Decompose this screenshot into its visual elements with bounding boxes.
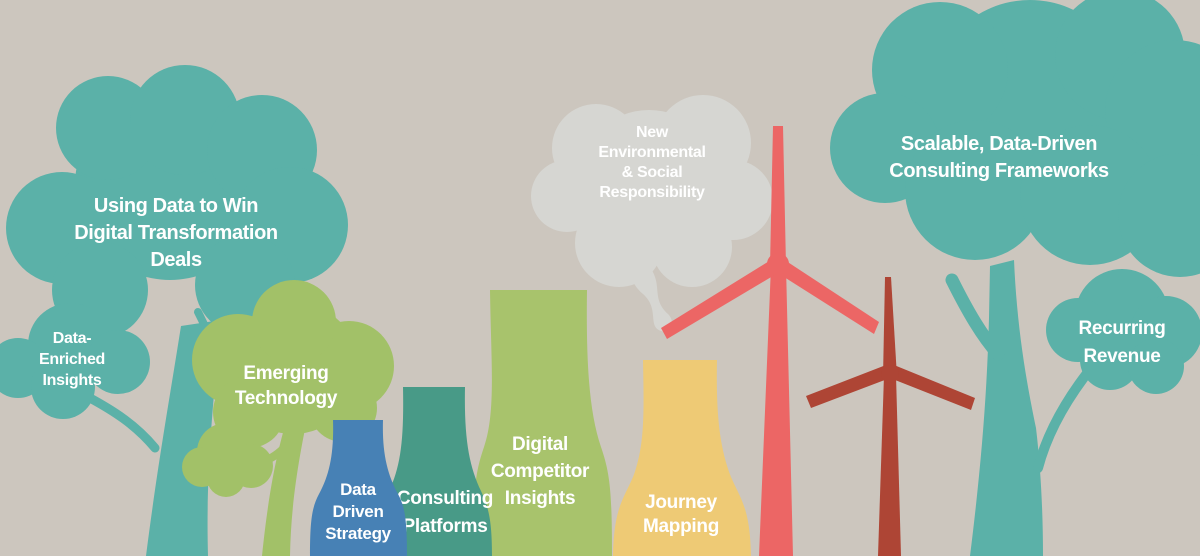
smoke-cloud-blob [652,207,732,287]
small-canopy-blob [86,330,150,394]
label-line: Emerging [243,363,328,384]
turbine-blade [661,255,783,339]
cooling-tower-journey-mapping [613,360,751,556]
label-line: Platforms [403,516,488,537]
turbine-blade [773,255,879,334]
label-line: Using Data to Win [94,195,258,217]
branch [945,273,1005,361]
label-line: Data [340,480,376,499]
branch [85,393,160,453]
left-small-tree-label: Data- Enriched Insights [39,330,105,389]
right-small-tree-label: Recurring Revenue [1078,318,1165,367]
label-line: Journey [645,492,718,513]
canopy-blob [252,280,336,364]
left-tree [0,65,348,556]
label-line: Scalable, Data-Driven [901,133,1097,155]
label-line: Insights [505,488,575,509]
small-canopy-blob [1080,330,1140,390]
digital-competitor-label: Digital Competitor Insights [491,434,591,509]
wind-turbine-small [806,277,975,556]
consulting-platforms-label: Consulting Platforms [397,488,494,537]
turbine-hub [767,253,789,275]
label-line: Recurring [1078,318,1165,339]
label-line: Insights [43,372,102,389]
emerging-tree [182,280,394,556]
small-canopy-blob [207,459,245,497]
label-line: Revenue [1083,346,1160,367]
canopy-blob [1118,153,1200,277]
turbine-blade [770,126,786,266]
label-line: Competitor [491,461,590,482]
small-canopy-blob [31,355,95,419]
data-driven-strategy-label: Data Driven Strategy [325,480,392,543]
small-canopy-blob [1128,338,1184,394]
label-line: Consulting [397,488,493,509]
wind-turbine-large [661,126,879,556]
cooling-tower-digital-competitor [473,290,612,556]
label-line: Driven [332,502,383,521]
label-line: Environmental [598,144,705,161]
label-line: Data- [53,330,92,347]
right-tree [830,0,1200,556]
turbine-blade [890,365,975,410]
branch [1033,367,1093,473]
turbine-blade [806,365,890,408]
label-line: New [636,124,669,141]
turbine-blade [883,277,897,377]
cooling-tower-data-driven-strategy [310,420,407,556]
cooling-tower-consulting-platforms [378,387,492,556]
turbine-hub [881,365,899,383]
label-line: Consulting Frameworks [889,160,1109,182]
label-line: Technology [235,388,338,409]
label-line: Digital [512,434,568,455]
label-line: Strategy [325,524,391,543]
smoke-tail [630,258,672,332]
journey-mapping-label: Journey Mapping [643,492,719,537]
emerging-tree-label: Emerging Technology [235,363,338,409]
smoke-cloud-blob [531,160,603,232]
label-line: Digital Transformation [74,222,277,244]
label-line: Responsibility [599,184,705,201]
label-line: & Social [622,164,683,181]
turbine-mast [759,266,793,556]
smoke-cloud [531,95,773,332]
left-tree-label: Using Data to Win Digital Transformation… [74,195,278,271]
smoke-label: New Environmental & Social Responsibilit… [598,124,706,201]
canopy-blob [905,120,1045,260]
right-tree-label: Scalable, Data-Driven Consulting Framewo… [889,133,1109,182]
label-line: Enriched [39,351,105,368]
label-line: Deals [150,249,202,271]
trunk [262,396,312,556]
turbine-mast [878,375,901,556]
trunk [970,260,1043,556]
label-line: Mapping [643,516,719,537]
